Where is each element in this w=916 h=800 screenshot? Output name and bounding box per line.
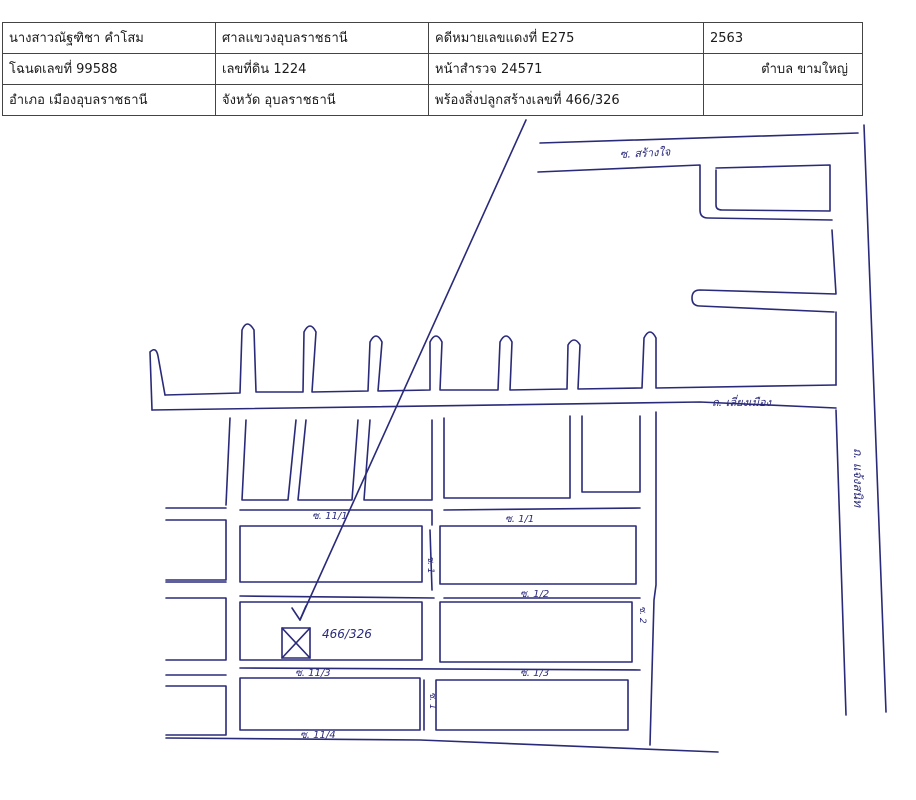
building-number: พร้องสิ่งปลูกสร้างเลขที่ 466/326 xyxy=(428,84,704,116)
top-right-roads xyxy=(537,124,887,716)
road-label-mid-3: ซ. 1/3 xyxy=(520,668,549,679)
table-row: นางสาวณัฐฑิชา คำโสม ศาลแขวงอุบลราชธานี ค… xyxy=(2,22,863,54)
survey-page: หน้าสำรวจ 24571 xyxy=(428,53,704,85)
pointer-arrow xyxy=(291,119,527,621)
lower-block-grid xyxy=(165,411,719,753)
road-label-left-2: ซ. 11/3 xyxy=(295,668,331,679)
property-info-table: นางสาวณัฐฑิชา คำโสม ศาลแขวงอุบลราชธานี ค… xyxy=(2,22,863,116)
property-marker xyxy=(281,627,311,659)
road-label-bottom: ซ. 11/4 xyxy=(300,730,336,741)
upper-soi-roads xyxy=(149,323,837,411)
road-label-main-right: ถ. แจ้งสนิท xyxy=(851,448,865,508)
road-label-mid-1: ซ. 1/1 xyxy=(505,514,534,525)
table-row: อำเภอ เมืองอุบลราชธานี จังหวัด อุบลราชธา… xyxy=(2,84,863,116)
property-number: 466/326 xyxy=(322,627,372,641)
empty-cell xyxy=(703,84,863,116)
land-number: เลขที่ดิน 1224 xyxy=(215,53,429,85)
owner-name: นางสาวณัฐฑิชา คำโสม xyxy=(2,22,216,54)
subdistrict: ตำบล ขามใหญ่ xyxy=(703,53,863,85)
road-label-vert-1: ซ. 1 xyxy=(425,556,435,574)
province: จังหวัด อุบลราชธานี xyxy=(215,84,429,116)
table-row: โฉนดเลขที่ 99588 เลขที่ดิน 1224 หน้าสำรว… xyxy=(2,53,863,85)
road-label-left-1: ซ. 11/1 xyxy=(312,511,348,522)
road-label-horizontal-main: ถ. เลี่ยงเมือง xyxy=(712,394,773,409)
district: อำเภอ เมืองอุบลราชธานี xyxy=(2,84,216,116)
road-label-top: ซ. สร้างใจ xyxy=(619,145,671,161)
court-name: ศาลแขวงอุบลราชธานี xyxy=(215,22,429,54)
road-label-vert-2: ซ. 2 xyxy=(637,606,647,624)
road-label-mid-2: ซ. 1/2 xyxy=(520,589,549,600)
road-label-vert-3: ซ. 1 xyxy=(427,692,437,710)
case-year: 2563 xyxy=(703,22,863,54)
